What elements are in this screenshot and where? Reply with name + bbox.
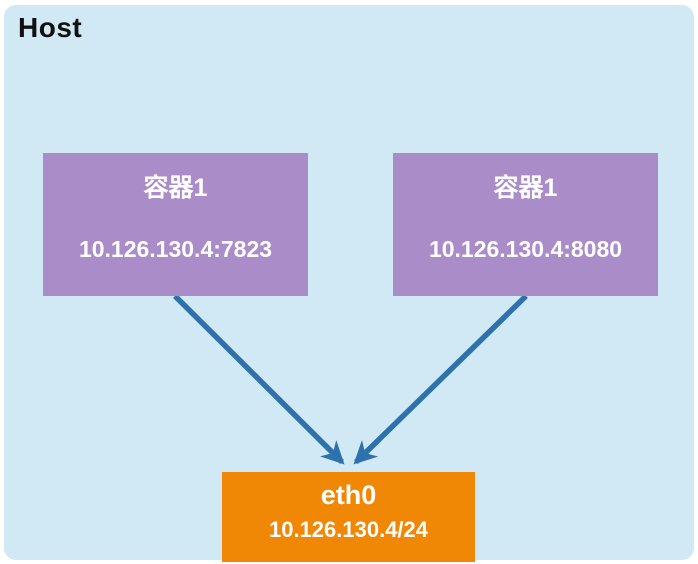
eth0-address: 10.126.130.4/24 — [268, 517, 429, 542]
container-node-1: 容器1 10.126.130.4:7823 — [43, 153, 308, 296]
host-label: Host — [18, 12, 83, 43]
eth0-title: eth0 — [320, 480, 377, 510]
container-2-title: 容器1 — [493, 174, 558, 202]
container-node-2: 容器1 10.126.130.4:8080 — [393, 153, 658, 296]
eth0-node: eth0 10.126.130.4/24 — [222, 472, 475, 562]
container-1-address: 10.126.130.4:7823 — [78, 236, 273, 262]
container-2-address: 10.126.130.4:8080 — [428, 236, 623, 262]
container-1-title: 容器1 — [143, 174, 208, 202]
